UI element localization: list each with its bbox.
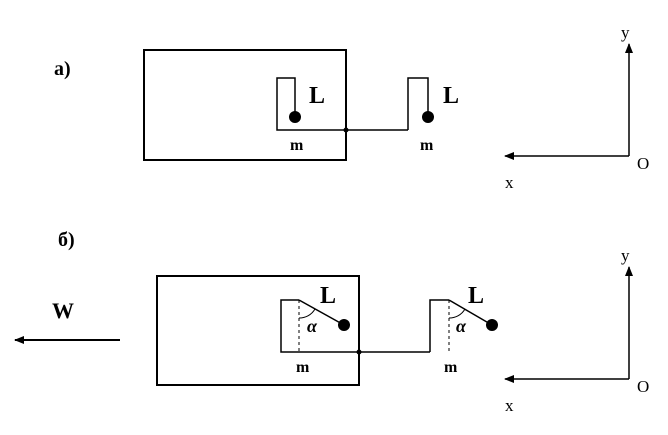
figure-b-box [156, 275, 360, 386]
pendulum-string [298, 299, 345, 326]
origin-label: O [637, 377, 649, 396]
pendulum-mass-label: m [444, 359, 458, 376]
x-axis-label: x [505, 173, 514, 192]
figure-b-pendulum-right: α L m [429, 283, 498, 376]
pendulum-string [448, 299, 493, 326]
pendulum-frame [407, 77, 429, 130]
figure-a-label: a) [54, 58, 71, 80]
pendulum-length-label: L [309, 83, 325, 109]
figure-a-box [143, 49, 347, 161]
angle-label: α [307, 316, 318, 336]
pendulum-length-label: L [468, 283, 484, 309]
y-axis-label: y [621, 23, 630, 42]
pendulum-bob [422, 111, 434, 123]
figure-a: a) L m L m y x O [54, 23, 649, 192]
pendulum-length-label: L [320, 283, 336, 309]
angle-arc [298, 308, 316, 319]
figure-a-axes: y x O [504, 23, 649, 192]
pendulum-frame [280, 299, 359, 353]
figure-b: б) W α L m α L m [14, 229, 649, 415]
pendulum-length-label: L [443, 83, 459, 109]
figure-a-pendulum-left: L m [276, 77, 346, 154]
figure-b-label: б) [58, 229, 75, 251]
acceleration-label: W [52, 298, 74, 323]
pendulum-mass-label: m [290, 137, 304, 154]
pendulum-bob [486, 319, 498, 331]
y-axis-label: y [621, 246, 630, 265]
pendulum-bob [289, 111, 301, 123]
acceleration-arrow: W [14, 298, 120, 344]
angle-label: α [456, 316, 467, 336]
figure-b-axes: y x O [504, 246, 649, 415]
pendulum-frame [276, 77, 346, 131]
pendulum-mass-label: m [420, 137, 434, 154]
origin-label: O [637, 154, 649, 173]
pendulum-mass-label: m [296, 359, 310, 376]
figure-b-pendulum-left: α L m [280, 283, 359, 376]
angle-arc [448, 308, 466, 319]
pendulum-bob [338, 319, 350, 331]
x-axis-label: x [505, 396, 514, 415]
pendulum-frame [429, 299, 449, 352]
figure-a-pendulum-right: L m [407, 77, 459, 154]
